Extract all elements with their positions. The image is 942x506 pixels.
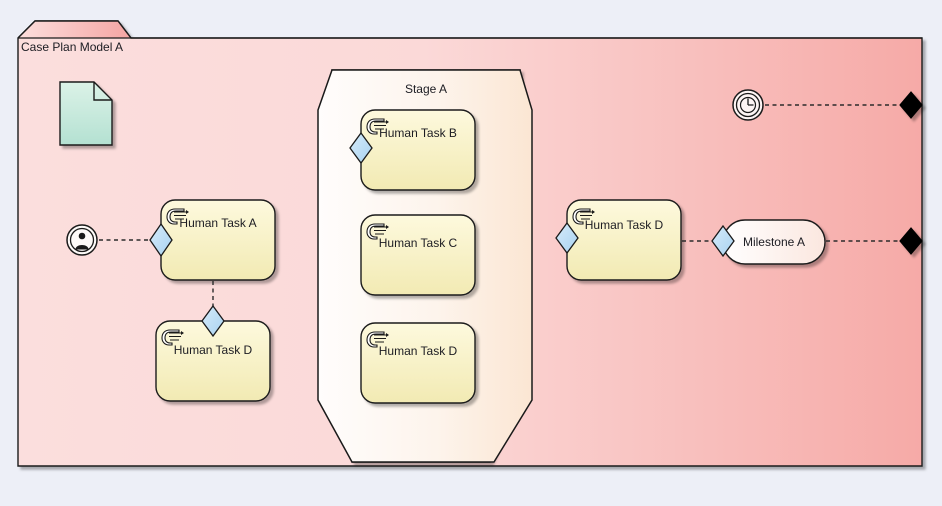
exit-criterion-top[interactable]	[899, 91, 923, 119]
human-task-hand-icon	[366, 118, 389, 135]
human-task-hand-icon	[366, 331, 389, 348]
role-inner-circle	[69, 227, 95, 253]
human-task-d-stage[interactable]	[360, 322, 476, 404]
case-plan-model-tab	[17, 20, 132, 39]
entry-criterion-human-task-d-left[interactable]	[201, 304, 225, 338]
human-task-hand-icon	[166, 208, 189, 225]
entry-criterion-human-task-b[interactable]	[349, 131, 373, 165]
human-task-d-stage-shape[interactable]	[360, 322, 476, 404]
entry-criterion-human-task-a[interactable]	[149, 222, 173, 258]
human-task-b[interactable]	[349, 109, 476, 191]
role-person-head	[78, 232, 86, 240]
human-task-d-right[interactable]	[555, 199, 682, 281]
milestone-a-shape[interactable]	[722, 219, 826, 265]
timer-clock-hands	[747, 98, 754, 106]
exit-criterion-bottom-shape[interactable]	[899, 227, 923, 255]
entry-criterion-human-task-d-right[interactable]	[555, 221, 579, 255]
human-task-c-shape[interactable]	[360, 214, 476, 296]
human-task-a[interactable]	[149, 199, 276, 281]
human-task-d-left[interactable]	[155, 304, 271, 402]
case-file-item[interactable]	[59, 81, 113, 146]
case-file-item-shape[interactable]	[59, 81, 113, 146]
role-person-body	[75, 245, 89, 250]
human-task-hand-icon	[366, 223, 389, 240]
case-file-item-fold	[93, 82, 112, 101]
case-role-icon[interactable]	[66, 224, 98, 256]
human-task-hand-icon	[161, 329, 184, 346]
human-task-hand-icon	[572, 208, 595, 225]
exit-criterion-bottom[interactable]	[899, 227, 923, 255]
timer-event-listener[interactable]	[732, 89, 764, 121]
entry-criterion-milestone-a[interactable]	[711, 224, 735, 258]
milestone-a[interactable]	[711, 219, 826, 265]
exit-criterion-top-shape[interactable]	[899, 91, 923, 119]
human-task-c[interactable]	[360, 214, 476, 296]
